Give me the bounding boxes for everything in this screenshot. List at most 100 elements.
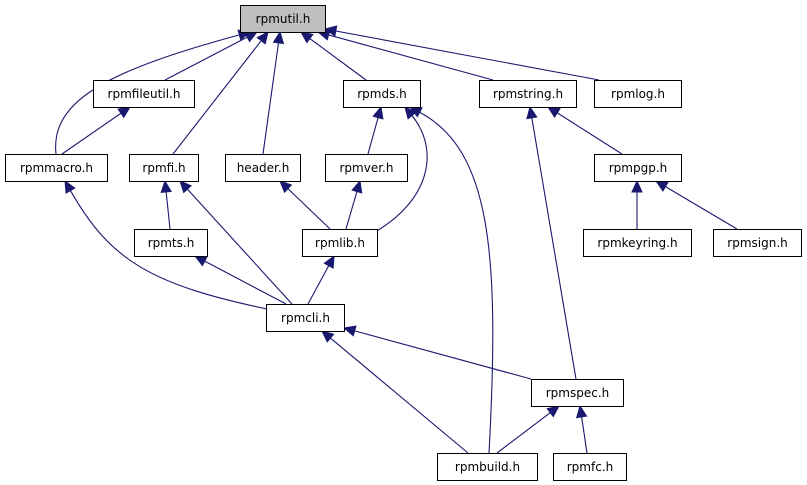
node-rpmfc[interactable]: rpmfc.h — [553, 453, 627, 481]
node-rpmcli[interactable]: rpmcli.h — [266, 304, 345, 332]
node-box[interactable] — [325, 154, 408, 182]
edge-rpmpgp-to-rpmstring — [546, 106, 623, 155]
edge-line — [354, 330, 532, 380]
edge-line — [581, 416, 588, 454]
edge-rpmbuild-to-rpmspec — [496, 405, 560, 454]
node-box[interactable] — [343, 80, 421, 108]
node-label: rpmsign.h — [727, 236, 787, 250]
edge-line — [262, 42, 280, 155]
node-box[interactable] — [5, 154, 108, 182]
node-box[interactable] — [266, 304, 345, 332]
node-rpmlib[interactable]: rpmlib.h — [302, 229, 378, 257]
arrowhead — [546, 405, 560, 418]
edge-rpmmacro-to-rpmfileutil — [61, 106, 131, 155]
node-label: rpmutil.h — [256, 12, 311, 26]
arrowhead — [526, 105, 538, 120]
arrowhead — [279, 180, 293, 194]
node-box[interactable] — [302, 229, 378, 257]
arrowhead — [160, 179, 172, 194]
edge-header-to-rpmutil — [262, 30, 285, 155]
edge-line — [287, 188, 331, 230]
edge-rpmfi-to-rpmutil — [172, 31, 269, 155]
node-box[interactable] — [583, 229, 692, 257]
edge-rpmcli-to-rpmfi — [179, 180, 293, 305]
node-box[interactable] — [129, 154, 199, 182]
node-rpmbuild[interactable]: rpmbuild.h — [437, 453, 538, 481]
node-label: rpmpgp.h — [609, 161, 668, 175]
node-label: rpmkeyring.h — [597, 236, 677, 250]
edge-line — [172, 40, 262, 155]
arrowhead — [631, 179, 643, 193]
node-label: rpmts.h — [148, 236, 195, 250]
edge-rpmlib-to-rpmds — [374, 106, 428, 233]
edge-rpmspec-to-rpmstring — [526, 105, 577, 380]
node-label: rpmstring.h — [493, 87, 563, 101]
arrowhead — [179, 180, 193, 194]
node-rpmfi[interactable]: rpmfi.h — [129, 154, 199, 182]
node-label: rpmlib.h — [315, 236, 365, 250]
node-rpmts[interactable]: rpmts.h — [134, 229, 208, 257]
arrowhead — [575, 404, 588, 419]
node-label: rpmfi.h — [142, 161, 185, 175]
node-label: rpmver.h — [340, 161, 394, 175]
node-rpmkeyring[interactable]: rpmkeyring.h — [583, 229, 692, 257]
edge-rpmbuild-to-rpmds — [408, 106, 494, 454]
node-box[interactable] — [225, 154, 301, 182]
node-rpmfileutil[interactable]: rpmfileutil.h — [93, 80, 195, 108]
node-box[interactable] — [134, 229, 208, 257]
node-rpmds[interactable]: rpmds.h — [343, 80, 421, 108]
node-rpmver[interactable]: rpmver.h — [325, 154, 408, 182]
edge-line — [556, 112, 623, 155]
node-box[interactable] — [713, 229, 802, 257]
node-rpmutil[interactable]: rpmutil.h — [240, 5, 326, 33]
edge-line — [165, 191, 171, 230]
node-box[interactable] — [553, 453, 627, 481]
edge-rpmlog-to-rpmutil — [323, 25, 600, 81]
edge-rpmlib-to-header — [279, 180, 331, 230]
node-rpmpgp[interactable]: rpmpgp.h — [594, 154, 682, 182]
node-label: rpmspec.h — [546, 386, 610, 400]
node-label: header.h — [237, 161, 290, 175]
node-rpmlog[interactable]: rpmlog.h — [594, 80, 682, 108]
edge-rpmkeyring-to-rpmpgp — [631, 179, 643, 229]
edge-rpmts-to-rpmfi — [160, 179, 172, 230]
arrowhead — [64, 179, 76, 194]
edge-line — [307, 265, 330, 305]
edge-line — [186, 188, 293, 305]
arrowhead — [654, 180, 669, 192]
node-label: rpmfc.h — [567, 460, 613, 474]
edge-rpmcli-to-rpmlib — [307, 254, 335, 305]
node-box[interactable] — [93, 80, 195, 108]
node-box[interactable] — [240, 5, 326, 33]
edge-line — [69, 190, 273, 311]
node-rpmstring[interactable]: rpmstring.h — [479, 80, 577, 108]
edges-layer — [55, 25, 738, 454]
arrowhead — [342, 325, 357, 337]
arrowhead — [321, 330, 335, 343]
edge-line — [531, 117, 577, 380]
node-box[interactable] — [531, 379, 624, 407]
arrowhead — [546, 106, 561, 119]
arrowhead — [404, 106, 417, 120]
node-box[interactable] — [437, 453, 538, 481]
node-rpmmacro[interactable]: rpmmacro.h — [5, 154, 108, 182]
edge-rpmcli-to-rpmts — [193, 255, 287, 305]
node-box[interactable] — [594, 154, 682, 182]
nodes-layer: rpmutil.h rpmfileutil.h rpmds.h rpmstring.h… — [5, 5, 802, 481]
arrowhead — [193, 255, 208, 267]
edge-rpmds-to-rpmutil — [300, 31, 367, 81]
node-box[interactable] — [479, 80, 577, 108]
node-header[interactable]: header.h — [225, 154, 301, 182]
node-rpmspec[interactable]: rpmspec.h — [531, 379, 624, 407]
edge-line — [419, 111, 494, 454]
edge-line — [335, 30, 600, 81]
node-rpmsign[interactable]: rpmsign.h — [713, 229, 802, 257]
node-label: rpmcli.h — [281, 311, 330, 325]
node-box[interactable] — [594, 80, 682, 108]
edge-rpmlib-to-rpmver — [345, 179, 363, 230]
node-label: rpmmacro.h — [20, 161, 93, 175]
edge-line — [345, 191, 358, 230]
arrowhead — [323, 254, 335, 269]
arrowhead — [256, 31, 269, 45]
